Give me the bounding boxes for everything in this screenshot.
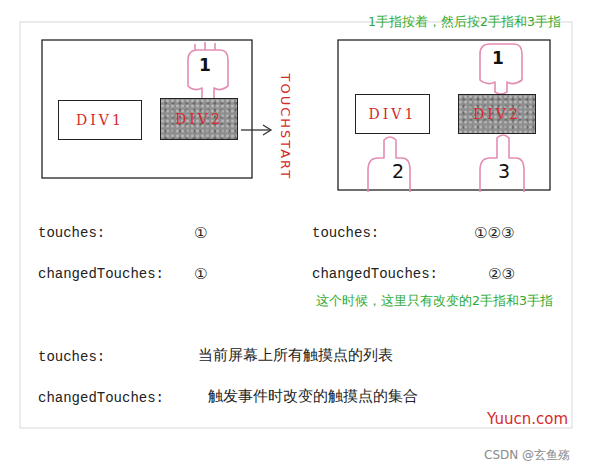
div-box: DIV1 — [355, 94, 430, 134]
div-label: DIV1 — [369, 106, 417, 122]
note: 1手指按着，然后按2手指和3手指 — [368, 14, 561, 29]
div-box: DIV2 — [458, 94, 536, 134]
div-label: DIV2 — [473, 106, 521, 122]
touch-id: ① — [194, 265, 207, 283]
finger-number: 2 — [392, 160, 404, 183]
finger-number: 1 — [199, 55, 211, 75]
definition: 当前屏幕上所有触摸点的列表 — [198, 347, 393, 364]
div-box: DIV1 — [58, 100, 142, 140]
outer-frame — [20, 22, 572, 428]
property-name: changedTouches: — [312, 266, 438, 283]
note: 这个时候，这里只有改变的2手指和3手指 — [316, 293, 553, 308]
property-name: touches: — [312, 225, 379, 242]
property-name: touches: — [38, 225, 105, 242]
touch-id: ① — [194, 224, 207, 242]
screen-before — [42, 40, 252, 178]
screen-after — [338, 40, 550, 190]
div-label: DIV2 — [175, 111, 223, 127]
property-name: changedTouches: — [38, 390, 164, 407]
watermark: CSDN @玄鱼殇 — [484, 448, 570, 462]
transition-arrow — [241, 125, 271, 135]
definition: 触发事件时改变的触摸点的集合 — [208, 388, 418, 405]
event-name: TOUCHSTART — [277, 74, 293, 181]
div-label: DIV1 — [76, 112, 124, 128]
touch-id: ①②③ — [474, 224, 514, 242]
div-box: DIV2 — [160, 98, 238, 140]
touch-id: ②③ — [488, 265, 515, 283]
property-name: changedTouches: — [38, 266, 164, 283]
hand-outlines — [188, 42, 524, 192]
watermark: Yuucn.com — [487, 410, 568, 428]
property-name: touches: — [38, 349, 105, 366]
finger-number: 3 — [498, 160, 510, 183]
finger-number: 1 — [492, 48, 504, 68]
